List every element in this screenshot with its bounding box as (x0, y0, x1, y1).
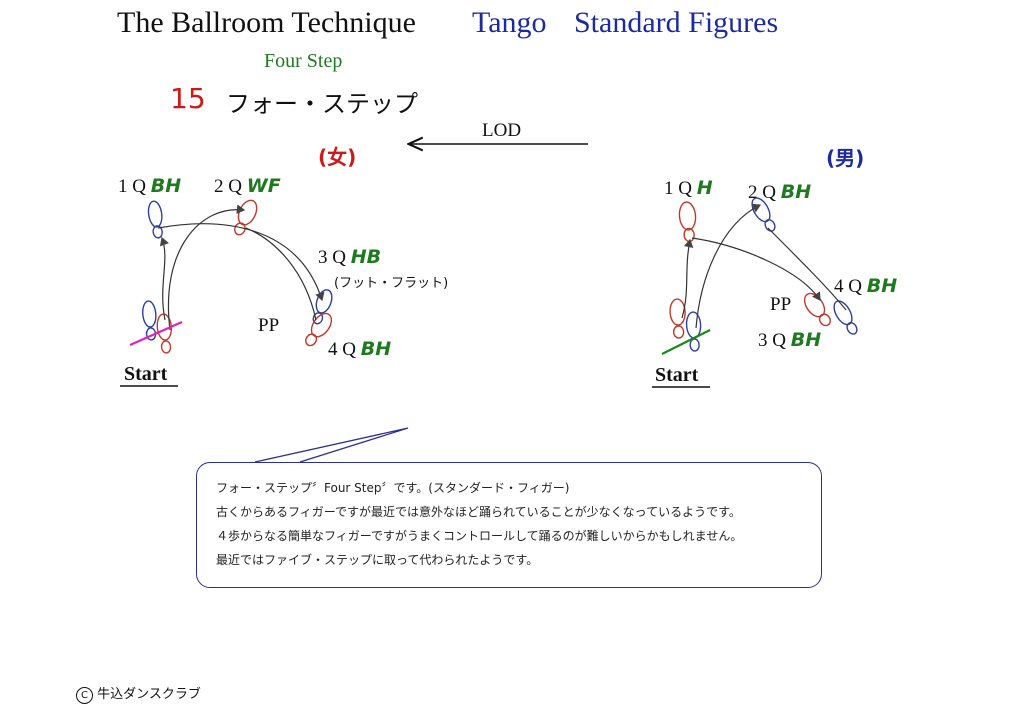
lady-step-3-note: (フット・フラット) (334, 276, 449, 291)
page-title: The Ballroom Technique (117, 6, 416, 39)
man-foot-2-icon (751, 197, 776, 232)
description-line-3: ４歩からなる簡単なフィガーですがうまくコントロールして踊るのが難しいからかもしれ… (216, 529, 743, 543)
category-name: Standard Figures (574, 6, 779, 39)
copyright-icon: C (76, 687, 93, 704)
man-start-left-foot-icon (669, 298, 686, 339)
man-start-right-foot-icon (685, 311, 702, 352)
man-foot-3-icon (803, 292, 831, 327)
description-line-2: 古くからあるフィガーですが最近では意外なほど踊られていることが少なくなっているよ… (216, 505, 741, 519)
figure-name-jp: フォー・ステップ (226, 90, 418, 118)
callout-pointer (254, 427, 409, 463)
man-footprints (669, 197, 858, 352)
figure-name-en: Four Step (264, 50, 343, 72)
lady-paths (157, 204, 325, 331)
man-start-line (661, 329, 711, 355)
man-start-label: Start (655, 364, 699, 386)
man-step-1-label: 1 Q H (664, 177, 713, 199)
man-step-4-label: 4 Q BH (834, 275, 898, 297)
lady-step-1-label: 1 Q BH (118, 175, 182, 197)
description-line-4: 最近ではファイブ・ステップに取って代わられたようです。 (216, 553, 539, 567)
lady-start-line (129, 320, 183, 347)
dance-name: Tango (472, 6, 547, 39)
man-step-3-label: 3 Q BH (758, 329, 822, 351)
man-pp-label: PP (770, 294, 792, 315)
lady-start-label: Start (124, 363, 168, 385)
lady-step-4-label: 4 Q BH (328, 338, 392, 360)
lod-label: LOD (482, 120, 522, 141)
description-box (196, 462, 822, 588)
lady-foot-1-icon (147, 200, 163, 239)
copyright-text: 牛込ダンスクラブ (97, 687, 201, 702)
lady-step-3-label: 3 Q HB (318, 246, 382, 268)
lady-footprints (142, 199, 333, 354)
lady-foot-4-icon (305, 312, 333, 347)
lady-pp-label: PP (258, 315, 280, 336)
description-line-1: フォー・ステップ〞Four Step〞です。(スタンダード・フィガー) (216, 481, 570, 495)
figure-number: 15 (170, 82, 206, 115)
copyright: C 牛込ダンスクラブ (76, 683, 201, 704)
man-paths (681, 203, 847, 329)
lady-step-2-label: 2 Q WF (214, 175, 281, 197)
lady-label: (女) (318, 145, 357, 169)
man-foot-1-icon (678, 201, 697, 243)
man-label: (男) (826, 146, 865, 170)
man-step-2-label: 2 Q BH (748, 181, 812, 203)
man-foot-4-icon (833, 300, 858, 335)
